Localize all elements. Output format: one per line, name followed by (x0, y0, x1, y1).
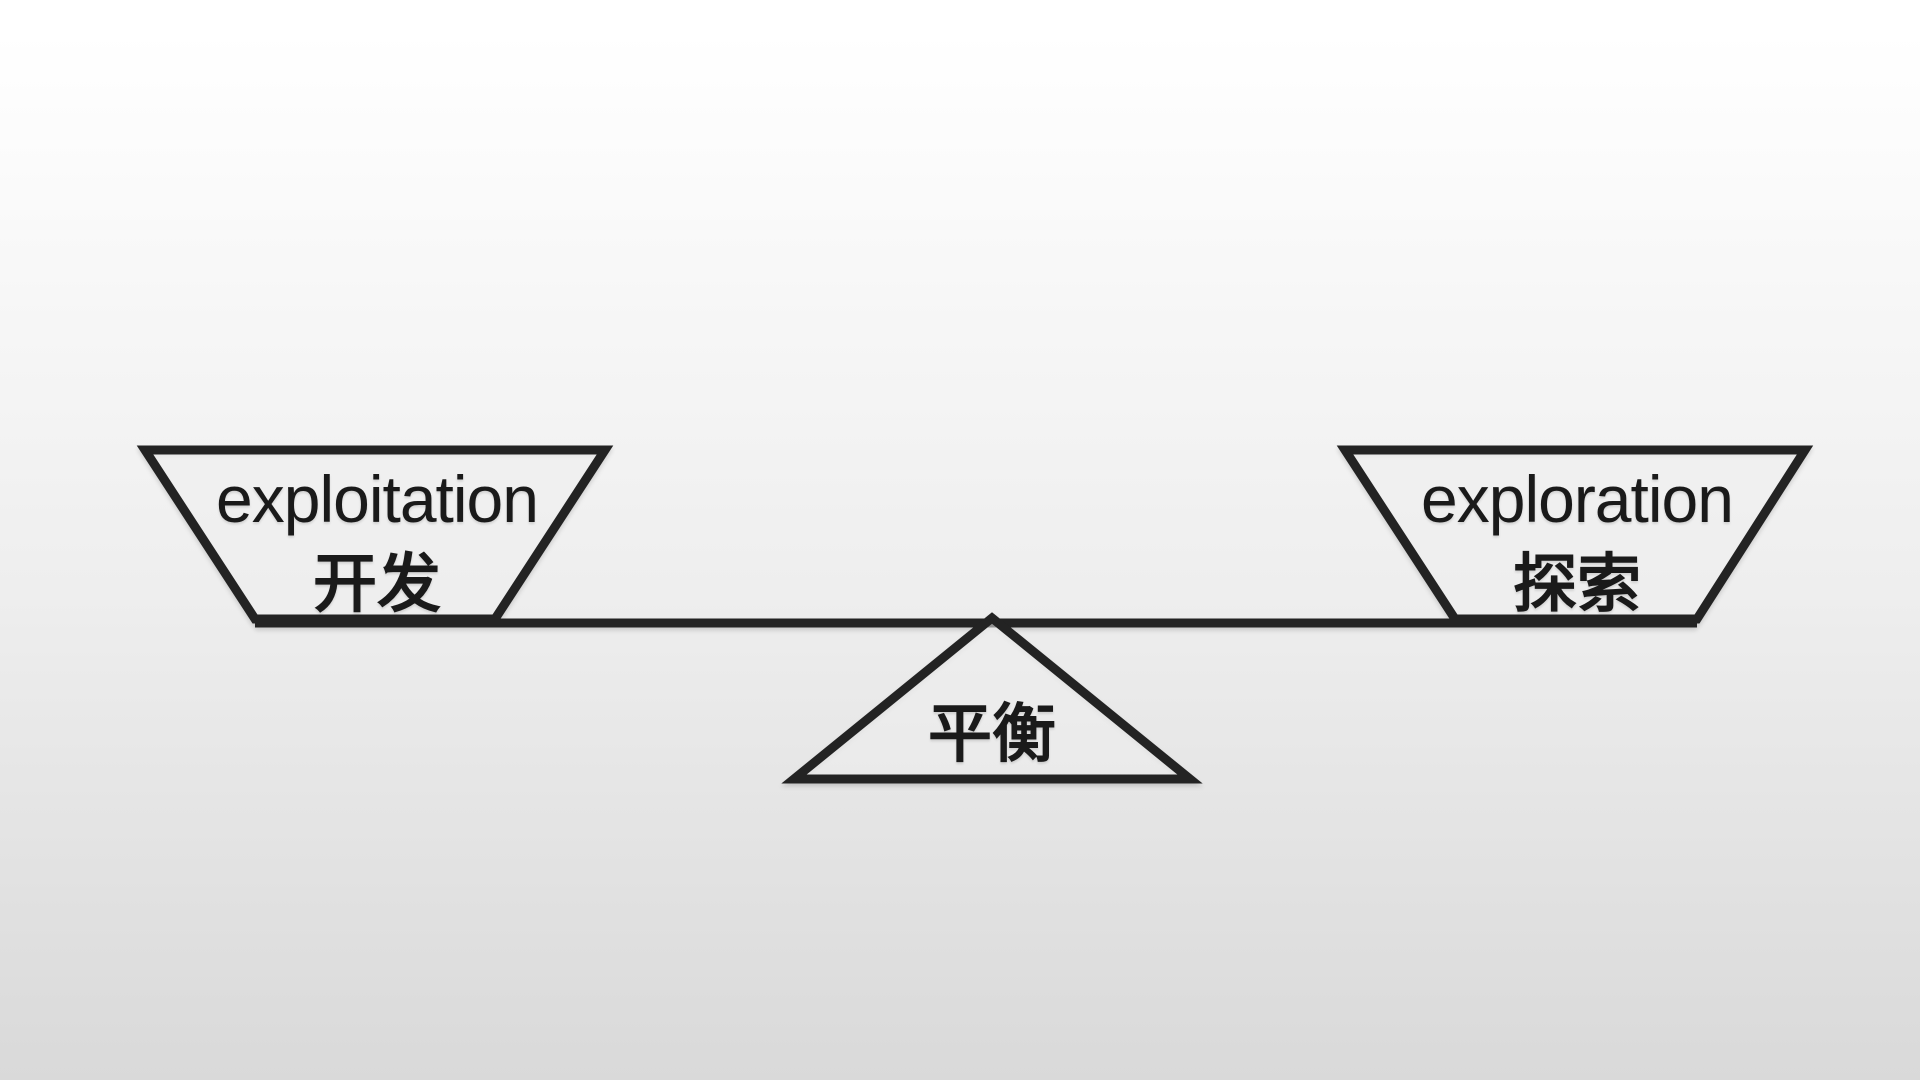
right-weight-label-zh: 探索 (1513, 548, 1641, 620)
fulcrum-label: 平衡 (928, 698, 1056, 770)
diagram-labels: exploitation 开发 exploration 探索 平衡 (216, 462, 1734, 770)
diagram-shapes (136, 445, 1814, 784)
left-weight-label-en: exploitation (216, 462, 538, 536)
fulcrum-triangle (781, 612, 1203, 784)
left-weight-label-zh: 开发 (313, 548, 441, 620)
right-weight-label-en: exploration (1421, 462, 1733, 536)
